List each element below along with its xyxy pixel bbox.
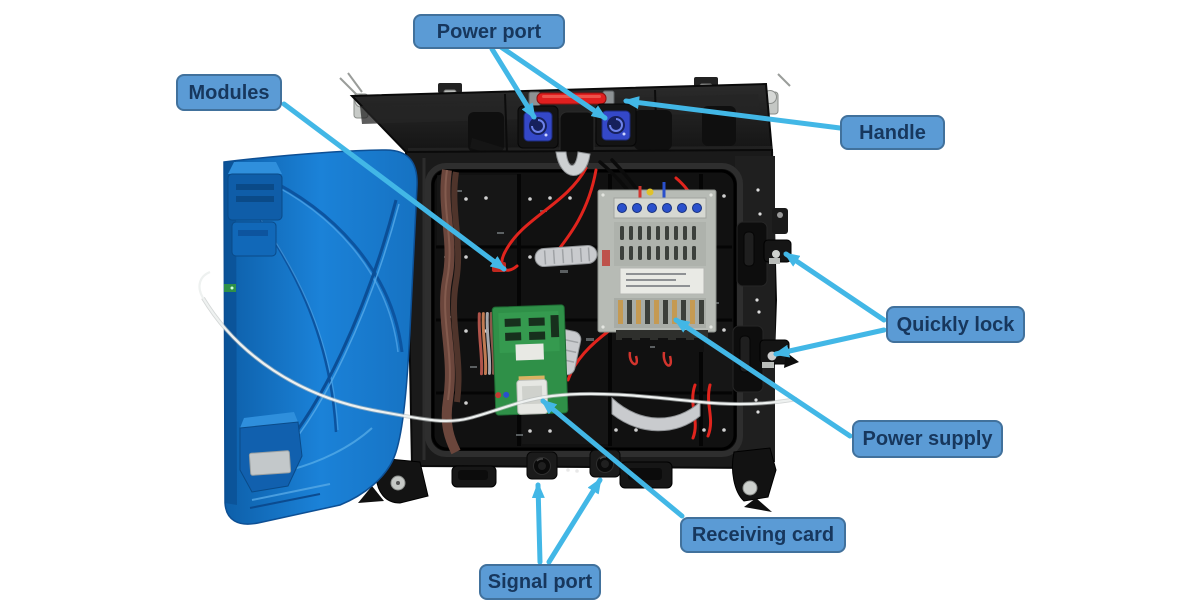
quick-lock-top bbox=[736, 208, 792, 287]
callout-quickly-lock: Quickly lock bbox=[886, 306, 1025, 343]
signal-port-left bbox=[526, 451, 558, 480]
callout-signal-port: Signal port bbox=[479, 564, 601, 600]
callout-modules: Modules bbox=[176, 74, 282, 111]
receiving-card-board bbox=[477, 304, 569, 416]
power-supply-unit bbox=[597, 182, 717, 367]
arrow-power-port-right bbox=[498, 44, 608, 121]
service-door bbox=[223, 149, 418, 525]
callout-receiving-card: Receiving card bbox=[680, 517, 846, 553]
arrow-signal-port-left bbox=[531, 482, 545, 565]
callout-power-port: Power port bbox=[413, 14, 565, 49]
cabinet bbox=[339, 72, 799, 512]
power-port-connector-left bbox=[517, 105, 559, 149]
arrow-handle bbox=[623, 96, 843, 131]
mount-hole bbox=[566, 468, 570, 472]
optic-cable bbox=[198, 270, 798, 424]
callout-handle: Handle bbox=[840, 115, 945, 150]
arrow-quick-lock-bottom bbox=[773, 327, 887, 358]
arrow-receiving-card bbox=[540, 398, 685, 519]
arrow-modules bbox=[281, 101, 507, 272]
handle-recess bbox=[559, 111, 595, 157]
callout-power-supply: Power supply bbox=[852, 420, 1003, 458]
arrow-quick-lock-top bbox=[783, 251, 887, 323]
mount-hole bbox=[575, 469, 579, 473]
callout-arrows bbox=[281, 44, 887, 565]
power-port-connector-right bbox=[595, 103, 637, 147]
arrow-power-port-left bbox=[489, 46, 537, 120]
arrow-power-supply bbox=[673, 317, 853, 439]
flat-cable-bundle bbox=[440, 169, 462, 455]
cabinet-feet bbox=[358, 447, 777, 512]
arrow-signal-port-right bbox=[546, 477, 603, 565]
